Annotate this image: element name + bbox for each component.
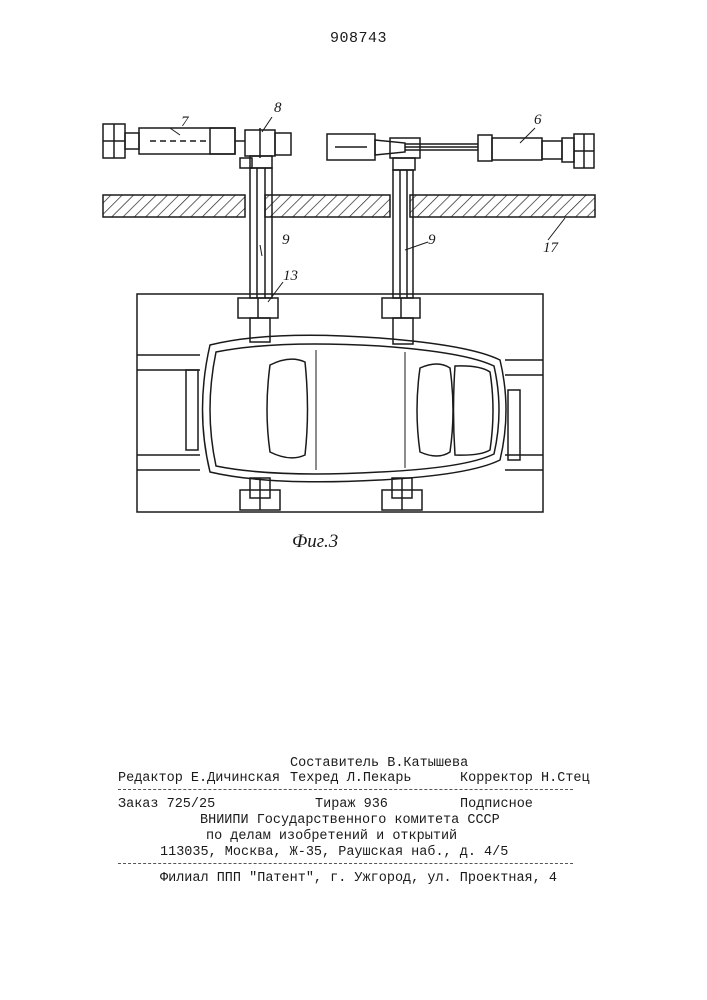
- label-shaft-9-right: 9: [428, 232, 436, 249]
- vertical-shaft-left: [250, 168, 272, 298]
- order-line: Заказ 725/25: [118, 797, 215, 812]
- label-clamp-13: 13: [283, 268, 298, 285]
- label-shaft-9-left: 9: [282, 232, 290, 249]
- org-line-1: ВНИИПИ Государственного комитета СССР: [200, 813, 500, 828]
- car-top-view: [203, 335, 507, 482]
- divider-1: [118, 789, 573, 790]
- divider-2: [118, 863, 573, 864]
- editor-line: Редактор Е.Дичинская: [118, 771, 280, 786]
- subscription-line: Подписное: [460, 797, 533, 812]
- label-cylinder-6: 6: [534, 112, 542, 129]
- branch-line: Филиал ППП "Патент", г. Ужгород, ул. Про…: [160, 871, 557, 886]
- clamp-bottom-right: [382, 478, 422, 510]
- clamp-top-left: [238, 298, 278, 342]
- pivot-joint-left: [240, 128, 291, 168]
- vertical-shaft-right: [393, 158, 415, 298]
- floor-slab: [103, 195, 595, 217]
- circulation-line: Тираж 936: [315, 797, 388, 812]
- figure-caption: Фиг.3: [292, 531, 338, 553]
- clamp-top-right: [382, 298, 420, 344]
- label-cylinder-7: 7: [181, 114, 189, 131]
- techred-line: Техред Л.Пекарь: [290, 771, 412, 786]
- corrector-line: Корректор Н.Стец: [460, 771, 590, 786]
- compiler-line: Составитель В.Катышева: [290, 756, 468, 771]
- hydraulic-cylinder-left: [103, 124, 245, 158]
- label-joint-8: 8: [274, 100, 282, 117]
- org-line-2: по делам изобретений и открытий: [206, 829, 457, 844]
- clamp-bottom-left: [240, 478, 280, 510]
- hydraulic-cylinder-right: [478, 134, 594, 168]
- lever-arm-right: [327, 134, 478, 160]
- address-line: 113035, Москва, Ж-35, Раушская наб., д. …: [160, 845, 508, 860]
- label-floor-17: 17: [543, 240, 558, 257]
